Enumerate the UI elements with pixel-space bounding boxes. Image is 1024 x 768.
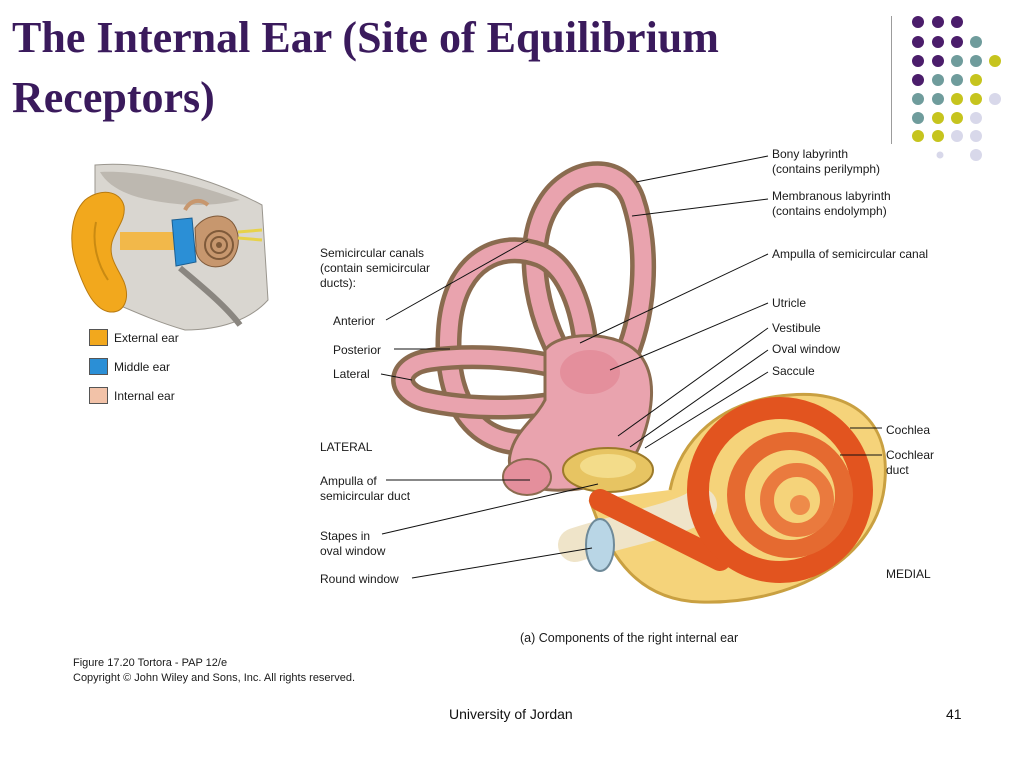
title-divider-line xyxy=(891,16,892,144)
legend-swatch-internal-ear xyxy=(89,387,108,404)
label-oval-window: Oval window xyxy=(772,342,841,356)
label-semicircular-canals: Semicircular canals (contain semicircula… xyxy=(320,246,431,290)
label-vestibule: Vestibule xyxy=(772,321,821,335)
legend-swatch-middle-ear xyxy=(89,358,108,375)
vestibule-body xyxy=(502,334,654,496)
figure-credit: Figure 17.20 Tortora - PAP 12/e Copyrigh… xyxy=(73,657,356,684)
figure-caption: (a) Components of the right internal ear xyxy=(520,631,739,645)
legend-label-middle-ear: Middle ear xyxy=(114,360,171,374)
label-utricle: Utricle xyxy=(772,296,807,310)
label-saccule: Saccule xyxy=(772,364,815,378)
label-anterior: Anterior xyxy=(333,314,376,328)
label-membranous-labyrinth: Membranous labyrinth (contains endolymph… xyxy=(772,189,891,218)
label-ampulla-duct: Ampulla of semicircular duct xyxy=(320,474,411,503)
label-cochlea: Cochlea xyxy=(886,423,931,437)
label-round-window: Round window xyxy=(320,572,399,586)
decorative-dot-grid xyxy=(912,16,1001,161)
dot-row-6 xyxy=(912,112,982,124)
legend-swatch-external-ear xyxy=(89,329,108,346)
dot-row-2 xyxy=(912,36,982,48)
dot-row-7 xyxy=(912,130,982,142)
label-lateral-orientation: LATERAL xyxy=(320,440,373,454)
cochlea xyxy=(558,392,887,604)
dot-row-4 xyxy=(912,74,982,86)
dot-row-5 xyxy=(912,93,1001,105)
legend-label-external-ear: External ear xyxy=(114,331,179,345)
slide-title: The Internal Ear (Site of Equilibrium Re… xyxy=(12,13,719,122)
legend-label-internal-ear: Internal ear xyxy=(114,389,175,403)
footer-institution: University of Jordan xyxy=(449,706,573,722)
label-posterior: Posterior xyxy=(333,343,382,357)
label-stapes: Stapes in oval window xyxy=(320,529,386,558)
label-bony-labyrinth: Bony labyrinth (contains perilymph) xyxy=(772,147,881,176)
label-ampulla-canal: Ampulla of semicircular canal xyxy=(772,247,929,261)
dot-row-1 xyxy=(912,16,963,28)
label-lateral: Lateral xyxy=(333,367,370,381)
leader-lines xyxy=(380,155,882,579)
dot-row-3 xyxy=(912,55,1001,67)
label-cochlear-duct: Cochlear duct xyxy=(886,448,935,477)
ear-section-thumbnail xyxy=(71,163,269,331)
dot-row-8 xyxy=(936,149,982,161)
label-medial: MEDIAL xyxy=(886,567,931,581)
slide-number: 41 xyxy=(946,706,962,722)
semicircular-canals xyxy=(391,161,657,456)
